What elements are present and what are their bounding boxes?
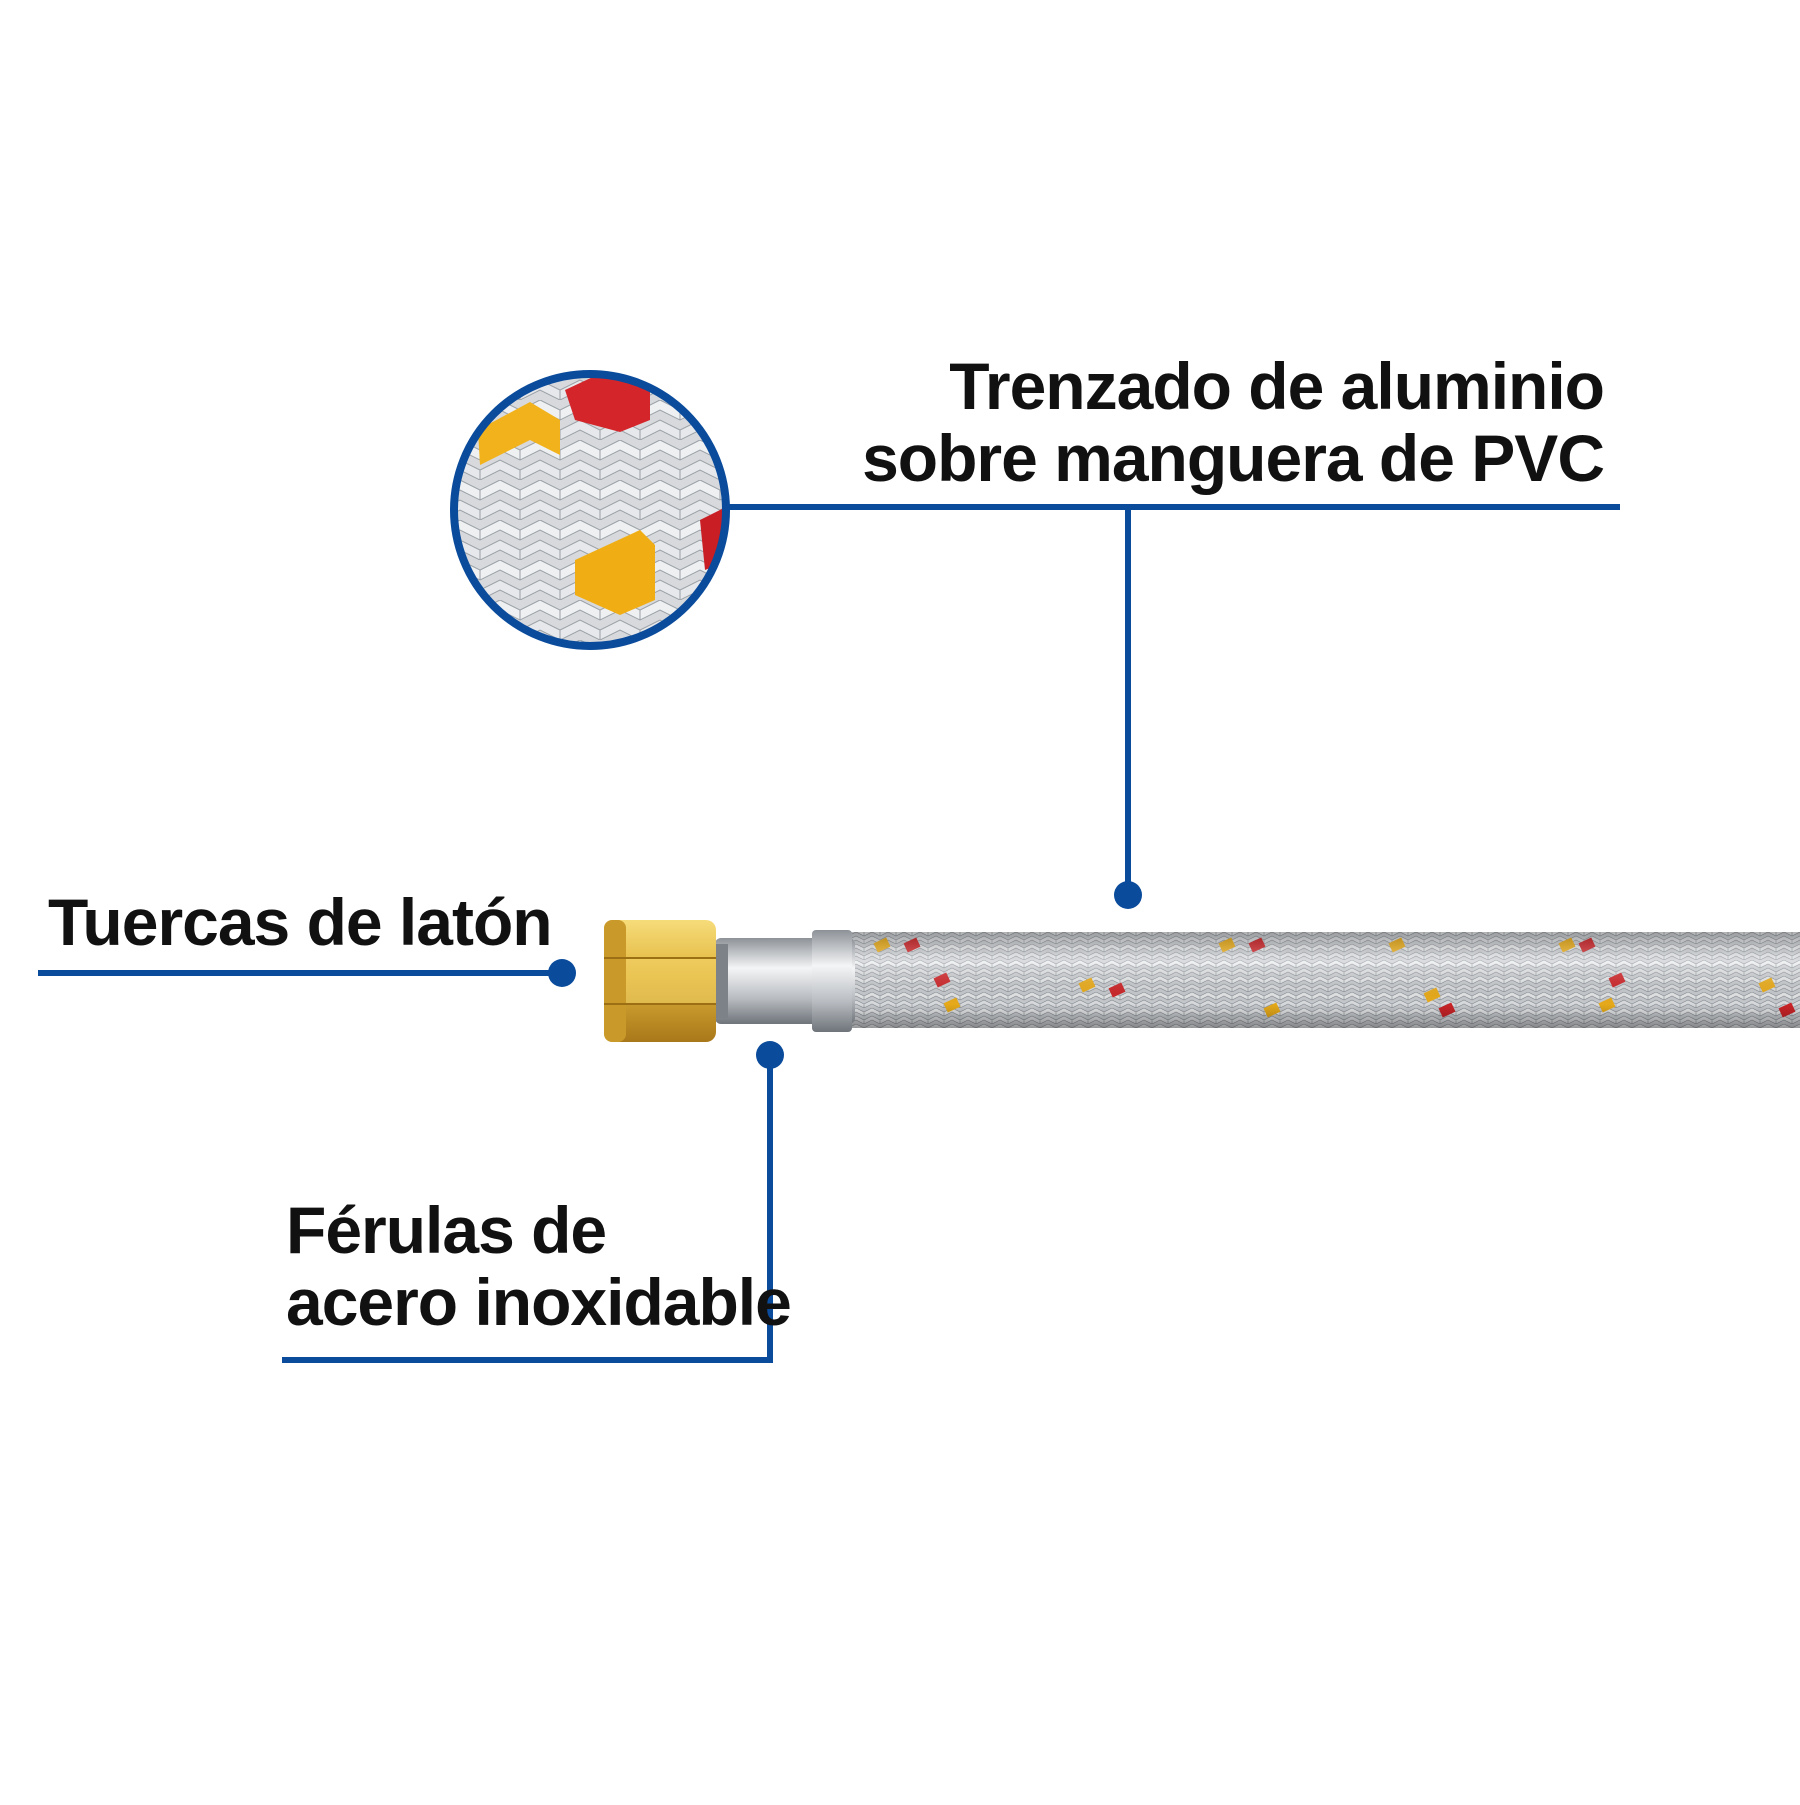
ferrules-label-line-1: Férulas de [286, 1193, 607, 1267]
nuts-callout-label: Tuercas de latón [48, 885, 553, 959]
steel-ferrule [714, 930, 855, 1032]
braid-callout-dot [1114, 881, 1142, 909]
nuts-label-line-1: Tuercas de latón [48, 885, 553, 959]
brass-nut [604, 920, 716, 1042]
ferrules-callout-label: Férulas de acero inoxidable [286, 1193, 792, 1339]
braid-yellow-strands [478, 402, 655, 615]
ferrules-callout-dot [756, 1041, 784, 1069]
callout-dots [548, 881, 1142, 1069]
nuts-callout-dot [548, 959, 576, 987]
braided-hose [845, 932, 1800, 1028]
ferrules-label-line-2: acero inoxidable [286, 1265, 792, 1339]
braid-callout-label: Trenzado de aluminio sobre manguera de P… [862, 349, 1605, 495]
braid-zoom-circle [450, 370, 730, 650]
braid-label-line-2: sobre manguera de PVC [862, 421, 1605, 495]
callout-lines [38, 504, 1620, 1363]
braid-label-line-1: Trenzado de aluminio [949, 349, 1605, 423]
